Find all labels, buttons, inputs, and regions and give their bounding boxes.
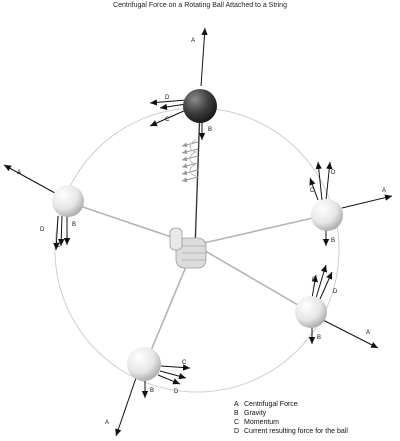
label-a-left: A xyxy=(17,170,21,176)
arrow-c-top xyxy=(149,109,187,127)
arrow-a-left xyxy=(3,164,56,194)
string-main xyxy=(194,107,201,251)
label-d-right: D xyxy=(331,170,336,176)
label-b-right: B xyxy=(331,238,335,244)
spiral-arrows xyxy=(181,139,199,183)
diagram-title: Centrifugal Force on a Rotating Ball Att… xyxy=(113,2,287,9)
arrow-d2-right xyxy=(325,161,333,201)
label-a-lower-right: A xyxy=(366,330,370,336)
arrow-a-right xyxy=(341,194,393,209)
label-b-left: B xyxy=(72,222,76,228)
ball-right-group: A B C D xyxy=(309,161,393,246)
label-c-top: C xyxy=(165,117,170,123)
arrow-d-bottom xyxy=(159,370,187,380)
label-b-top: B xyxy=(208,127,212,133)
arrow-d2-lower-right xyxy=(319,271,333,300)
ball-lower-right xyxy=(295,296,327,328)
legend-text-c: Momentum xyxy=(244,419,279,426)
label-d-left: D xyxy=(40,227,45,233)
string-right xyxy=(194,214,327,246)
arrow-c-bottom xyxy=(160,364,191,371)
arrow-a-top xyxy=(200,27,208,87)
ball-bottom xyxy=(127,347,161,381)
arrow-a-bottom xyxy=(115,377,137,437)
arrow-d-lower-right xyxy=(315,264,328,299)
ball-top xyxy=(183,89,217,123)
arrow-d-left xyxy=(53,215,60,251)
label-d-lower-right: D xyxy=(333,289,338,295)
legend: A Centrifugal Force B Gravity C Momentum… xyxy=(234,401,348,435)
label-c-lower-right: C xyxy=(312,277,317,283)
arrow-c-right xyxy=(309,177,319,201)
ball-left xyxy=(52,185,84,217)
ball-lower-right-group: A B C D xyxy=(295,264,379,349)
string-lower-right xyxy=(194,244,311,313)
arrow-d2-top xyxy=(159,103,187,111)
ball-top-group: A D C B xyxy=(149,27,217,140)
legend-key-a: A xyxy=(234,401,239,408)
ball-right xyxy=(311,199,343,231)
hand-thumbs-up-icon xyxy=(169,227,207,269)
label-b-lower-right: B xyxy=(317,335,321,341)
arrow-d-right xyxy=(315,161,323,201)
arrow-c-lower-right xyxy=(311,274,318,299)
legend-key-c: C xyxy=(234,419,239,426)
label-d-top: D xyxy=(165,95,170,101)
strings xyxy=(67,107,327,366)
arrow-d-top xyxy=(149,99,187,106)
arrow-c-left xyxy=(58,215,65,247)
legend-key-d: D xyxy=(234,428,239,435)
legend-text-b: Gravity xyxy=(244,410,267,417)
label-a-right: A xyxy=(382,188,386,194)
arrow-a-lower-right xyxy=(322,319,379,349)
label-a-top: A xyxy=(191,38,195,44)
ball-bottom-group: A B C D xyxy=(105,347,191,437)
legend-key-b: B xyxy=(234,410,239,417)
ball-left-group: A B C D xyxy=(3,164,84,251)
label-a-bottom: A xyxy=(105,420,109,426)
arrow-d2-bottom xyxy=(157,374,181,385)
label-b-bottom: B xyxy=(150,388,154,394)
legend-text-a: Centrifugal Force xyxy=(244,401,298,408)
legend-text-d: Current resulting force for the ball xyxy=(244,428,348,435)
label-c-bottom: C xyxy=(182,360,187,366)
label-d-bottom: D xyxy=(174,389,179,395)
label-c-right: C xyxy=(310,188,315,194)
